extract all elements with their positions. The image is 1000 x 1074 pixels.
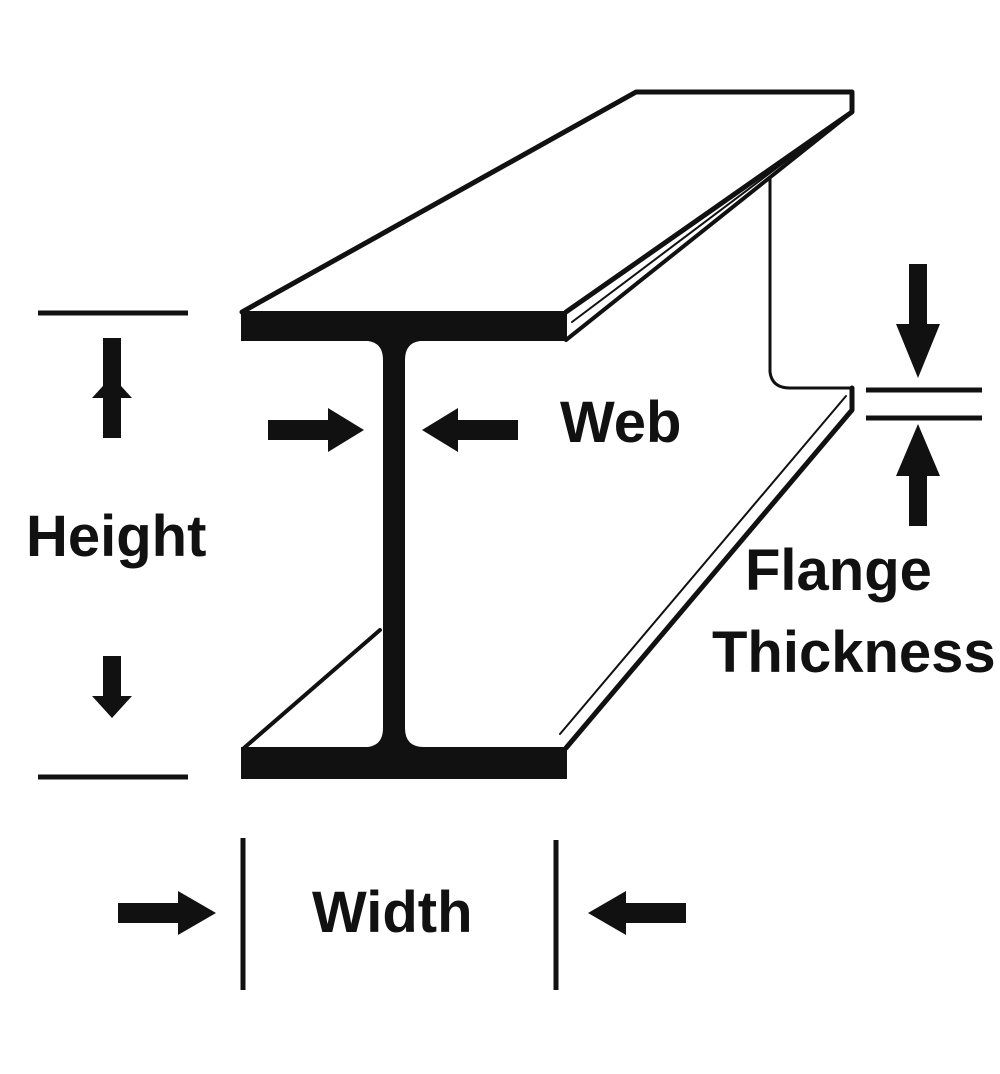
- flange-down-arrow-icon: [896, 264, 940, 378]
- top-flange-edge-inner: [571, 117, 844, 323]
- height-up-arrow-icon: [92, 338, 132, 438]
- i-beam: [239, 89, 855, 751]
- height-down-arrow-icon: [92, 656, 132, 718]
- width-dimension: [118, 838, 686, 990]
- web-left-arrow-icon: [422, 408, 518, 452]
- web-back-outline: [768, 176, 854, 390]
- top-flange-edge: [564, 110, 854, 342]
- width-label: Width: [312, 880, 473, 945]
- web-right-arrow-icon: [268, 408, 364, 452]
- bottom-flange-surface: [242, 628, 382, 750]
- width-right-arrow-icon: [118, 891, 216, 935]
- bottom-flange-floor: [564, 408, 854, 750]
- web-label: Web: [560, 390, 682, 455]
- i-section-profile: [241, 311, 567, 779]
- flange-up-arrow-icon: [896, 424, 940, 526]
- bottom-flange-back-inner: [559, 395, 847, 735]
- flange-label-line1: Flange: [745, 538, 932, 603]
- web-dimension: [268, 408, 518, 452]
- flange-label-line2: Thickness: [712, 620, 996, 685]
- height-label: Height: [26, 504, 207, 569]
- top-flange-surface: [239, 89, 855, 315]
- flange-thickness-dimension: [866, 264, 982, 526]
- height-dimension: [38, 310, 188, 780]
- width-left-arrow-icon: [588, 891, 686, 935]
